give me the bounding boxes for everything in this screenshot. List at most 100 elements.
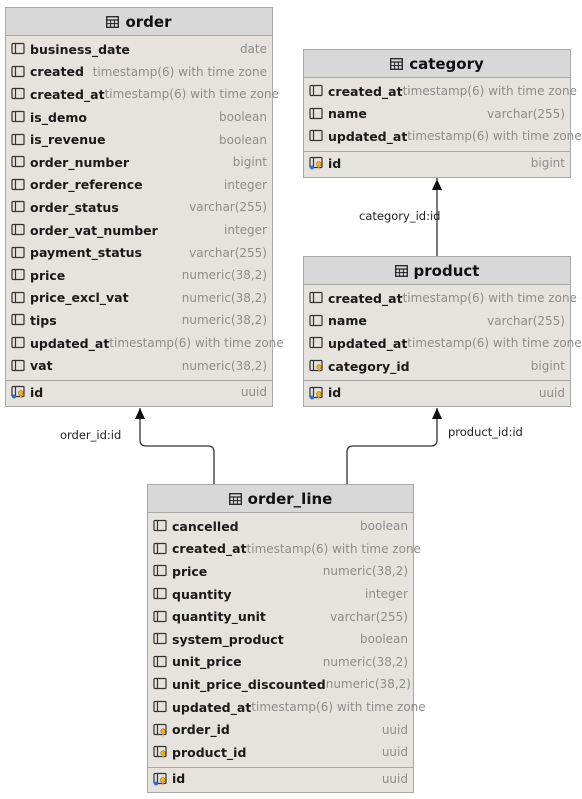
table-title: product bbox=[413, 261, 480, 280]
column-type: bigint bbox=[232, 155, 267, 170]
column-type: uuid bbox=[381, 745, 408, 760]
column-name: order_reference bbox=[30, 177, 143, 193]
column-icon bbox=[153, 587, 168, 601]
column-name: id bbox=[172, 771, 186, 787]
column-icon bbox=[11, 313, 26, 327]
table-icon bbox=[390, 57, 404, 70]
column-row[interactable]: price numeric(38,2) bbox=[6, 264, 272, 287]
table-header[interactable]: order_line bbox=[148, 485, 413, 513]
column-name: created bbox=[30, 64, 84, 80]
column-type: uuid bbox=[538, 385, 565, 400]
column-name: tips bbox=[30, 312, 57, 328]
column-icon bbox=[11, 268, 26, 282]
column-row[interactable]: name varchar(255) bbox=[304, 103, 570, 126]
column-type: numeric(38,2) bbox=[181, 268, 267, 283]
column-type: numeric(38,2) bbox=[322, 654, 408, 669]
column-name: name bbox=[328, 106, 367, 122]
column-row[interactable]: tips numeric(38,2) bbox=[6, 309, 272, 332]
column-icon bbox=[11, 155, 26, 169]
column-type: bigint bbox=[530, 156, 565, 171]
column-name: created_at bbox=[328, 83, 403, 99]
column-type: numeric(38,2) bbox=[181, 358, 267, 373]
column-name: is_demo bbox=[30, 109, 88, 125]
table-icon bbox=[394, 264, 408, 277]
column-type: integer bbox=[365, 587, 408, 602]
column-name: updated_at bbox=[328, 335, 408, 351]
column-name: updated_at bbox=[328, 128, 408, 144]
column-type: numeric(38,2) bbox=[181, 313, 267, 328]
arrow-icon bbox=[432, 179, 442, 190]
column-icon bbox=[11, 200, 26, 214]
column-icon bbox=[309, 336, 324, 350]
column-row[interactable]: unit_price numeric(38,2) bbox=[148, 651, 413, 674]
table-header[interactable]: category bbox=[304, 50, 570, 78]
table-header[interactable]: order bbox=[6, 8, 272, 36]
column-row[interactable]: order_status varchar(255) bbox=[6, 196, 272, 219]
table-header[interactable]: product bbox=[304, 257, 570, 285]
relation-label-order: order_id:id bbox=[60, 428, 122, 442]
relation-label-product: product_id:id bbox=[448, 425, 523, 439]
column-name: order_number bbox=[30, 154, 130, 170]
column-type: timestamp(6) with time zone bbox=[402, 84, 577, 99]
column-type: timestamp(6) with time zone bbox=[109, 336, 284, 351]
column-icon bbox=[153, 610, 168, 624]
column-row[interactable]: order_number bigint bbox=[6, 151, 272, 174]
foreign-key-icon bbox=[153, 723, 168, 737]
column-type: varchar(255) bbox=[189, 245, 267, 260]
column-type: uuid bbox=[381, 722, 408, 737]
column-name: unit_price bbox=[172, 654, 242, 670]
column-type: timestamp(6) with time zone bbox=[407, 336, 582, 351]
column-type: date bbox=[239, 42, 267, 57]
relation-order-line-product-line bbox=[346, 408, 438, 484]
column-icon bbox=[153, 542, 168, 556]
column-type: numeric(38,2) bbox=[322, 564, 408, 579]
table-title: order bbox=[125, 12, 172, 31]
primary-key-row[interactable]: id uuid bbox=[304, 380, 570, 403]
column-icon bbox=[11, 223, 26, 237]
column-type: varchar(255) bbox=[487, 106, 565, 121]
column-type: varchar(255) bbox=[189, 200, 267, 215]
column-name: cancelled bbox=[172, 518, 239, 534]
column-name: price bbox=[30, 267, 66, 283]
column-type: timestamp(6) with time zone bbox=[251, 700, 426, 715]
column-name: order_status bbox=[30, 199, 119, 215]
column-name: id bbox=[328, 385, 342, 401]
